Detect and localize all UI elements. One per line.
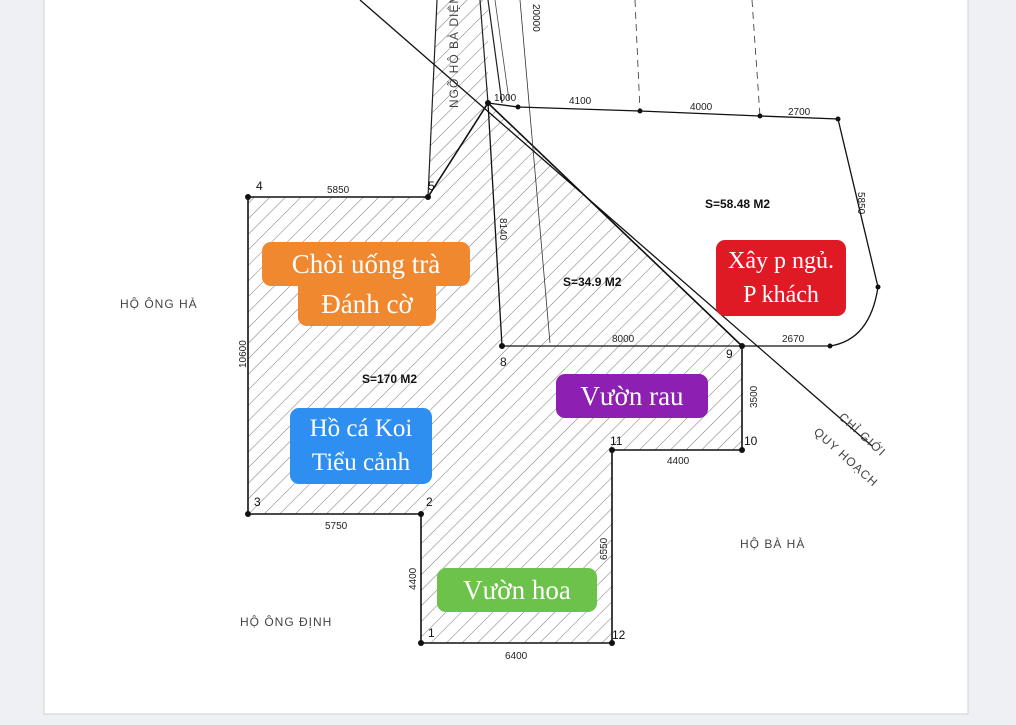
dim-5750: 5750 [325, 521, 348, 532]
dim-4400-left: 4400 [408, 567, 419, 590]
area-right-label: S=58.48 M2 [705, 197, 770, 211]
dim-8000: 8000 [612, 334, 635, 345]
area-main-label: S=170 M2 [362, 372, 417, 386]
neighbor-ba-ha: HỘ BÀ HÀ [740, 536, 805, 551]
dim-8140: 8140 [497, 218, 508, 241]
planning-boundary-line [359, 0, 873, 447]
dim-5850-right: 5850 [855, 192, 866, 215]
point-10: 10 [744, 434, 758, 448]
alley-area [428, 0, 488, 197]
tag-vuon-hoa-text: Vườn hoa [463, 575, 571, 605]
dim-3500: 3500 [749, 385, 760, 408]
parcel-line-8140 [487, 102, 503, 347]
dim-5850-top: 5850 [327, 185, 350, 196]
tag-choi-uong-tra: Chòi uống trà [262, 242, 470, 286]
neighbor-ong-ha: HỘ ÔNG HÀ [120, 296, 198, 311]
dim-10600: 10600 [238, 340, 249, 368]
tag-xay-phong: Xây p ngủ. P khách [716, 240, 846, 316]
tag-xay-line2: P khách [743, 282, 819, 308]
alley-label: NGÕ HỘ BÀ DIỆM [446, 0, 461, 108]
tag-vuon-hoa: Vườn hoa [437, 568, 597, 612]
dim-2670: 2670 [782, 334, 805, 345]
point-8: 8 [500, 355, 507, 369]
dim-4000: 4000 [690, 102, 713, 113]
tag-xay-line1: Xây p ngủ. [728, 248, 834, 274]
tag-choi-line1: Chòi uống trà [291, 249, 441, 279]
point-2: 2 [426, 495, 433, 509]
dim-20000: 20000 [530, 4, 541, 32]
point-12: 12 [612, 628, 626, 642]
tag-ho-ca-koi: Hồ cá Koi Tiểu cảnh [290, 408, 432, 484]
vertex-dots [245, 100, 881, 646]
dim-6550: 6550 [599, 537, 610, 560]
area-mid-label: S=34.9 M2 [563, 275, 622, 289]
tag-vuon-rau: Vườn rau [556, 374, 708, 418]
tag-ho-ca-line2: Tiểu cảnh [311, 449, 411, 476]
point-5: 5 [428, 179, 435, 193]
point-9: 9 [726, 347, 733, 361]
dim-6400: 6400 [505, 651, 528, 662]
tag-ho-ca-line1: Hồ cá Koi [309, 415, 413, 442]
right-lot-outline [487, 102, 879, 288]
point-11: 11 [610, 434, 623, 448]
tag-danh-co: Đánh cờ [298, 284, 436, 326]
dim-line-20000 [519, 0, 551, 344]
dim-1000: 1000 [494, 93, 517, 104]
tag-choi-line2: Đánh cờ [321, 289, 413, 319]
tag-vuon-rau-text: Vườn rau [580, 381, 684, 411]
dim-4100: 4100 [569, 96, 592, 107]
point-1: 1 [428, 626, 435, 640]
neighbor-ong-dinh: HỘ ÔNG ĐỊNH [240, 614, 332, 629]
dim-2700: 2700 [788, 107, 811, 118]
point-4: 4 [256, 179, 263, 193]
dim-4400-right: 4400 [667, 456, 690, 467]
point-3: 3 [254, 495, 261, 509]
